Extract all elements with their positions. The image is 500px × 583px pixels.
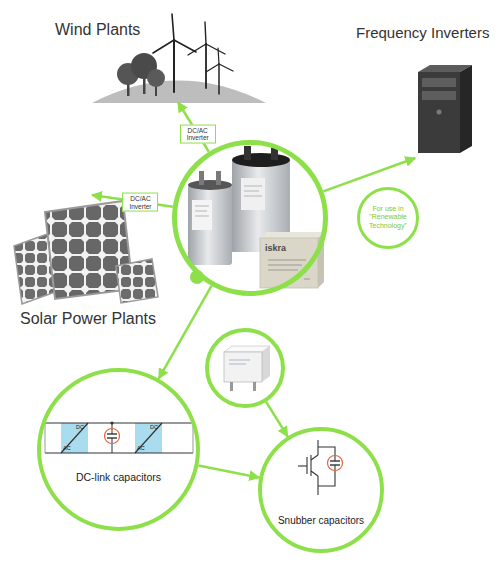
igbt-channel — [310, 455, 311, 476]
node-title: Solar Power Plants — [20, 309, 156, 328]
box-print — [229, 360, 250, 364]
terminal-label: DC — [76, 425, 84, 431]
circle-outline — [205, 328, 285, 408]
snubber-lead — [318, 465, 335, 486]
solar-panels-illustration — [14, 201, 158, 304]
connector-arrow — [323, 158, 415, 191]
box-capacitor-side — [262, 346, 270, 382]
hill — [92, 81, 266, 104]
tree-canopy — [147, 69, 165, 87]
node-title: Frequency Inverters — [356, 24, 489, 42]
solar-panel — [116, 259, 158, 303]
terminal-label: DC — [150, 425, 158, 431]
snubber-lead — [318, 447, 335, 461]
terminal — [244, 146, 251, 160]
sticker-print — [195, 186, 262, 216]
drive-bay — [422, 78, 456, 87]
computer-tower-icon — [418, 65, 472, 153]
circle-outline — [172, 140, 328, 296]
connector-arrow — [159, 286, 212, 379]
drive-bay — [422, 91, 456, 100]
product-circle — [205, 328, 285, 408]
brand-print: iskra — [265, 243, 286, 254]
dc-bus — [45, 423, 193, 424]
schematic-circle: Snubber capacitors — [258, 427, 384, 553]
capacitor-lead — [112, 438, 113, 453]
converter-diagonal — [61, 423, 88, 453]
wind-turbine — [206, 48, 233, 94]
tower-front — [418, 72, 460, 153]
schematic-circle: DC-link capacitors — [37, 368, 200, 531]
can-sticker — [241, 178, 265, 210]
emitter-diagonal — [311, 471, 318, 476]
connector-arrow — [198, 465, 259, 477]
tower-side — [460, 65, 472, 153]
converter-block — [61, 423, 88, 453]
box-capacitor-top — [224, 346, 270, 352]
wind-turbine — [153, 14, 196, 92]
converter-block — [135, 423, 162, 453]
application-area: Solar Power Plants — [12, 195, 172, 335]
circle-outline — [37, 368, 200, 531]
capacitor-lid — [232, 153, 290, 167]
terminal-label: AC — [137, 446, 145, 452]
dc-link-schematic — [45, 421, 193, 453]
capacitor-leg — [253, 382, 256, 391]
capacitor-leg — [230, 382, 233, 391]
circle-border — [207, 330, 283, 406]
capacitor-lid — [188, 180, 232, 190]
snubber-schematic — [298, 440, 343, 495]
schematic-caption: Snubber capacitors — [258, 515, 384, 527]
highlight-ring — [328, 456, 343, 471]
box-capacitor — [224, 352, 262, 382]
terminal — [216, 171, 221, 185]
capacitor-can — [188, 185, 232, 265]
gate-lead — [298, 465, 307, 466]
note-text: For use in "Renewable Technology" — [364, 205, 412, 230]
power-button — [437, 110, 442, 115]
circle-outline — [258, 427, 384, 553]
circle-border — [175, 143, 326, 294]
circle-border — [39, 370, 198, 529]
capacitor-plate — [330, 460, 340, 461]
collector-diagonal — [311, 455, 318, 460]
dc-bus — [45, 453, 193, 454]
note-circle: For use in "Renewable Technology" — [357, 187, 419, 249]
converter-diagonal — [135, 423, 162, 453]
application-area: Wind Plants — [50, 18, 265, 102]
bus-end — [45, 423, 46, 453]
box-capacitor-top — [260, 232, 324, 238]
circle-border — [260, 429, 382, 551]
edge-label: DC/AC Inverter — [122, 193, 158, 212]
highlight-ring — [105, 429, 120, 444]
circle-border — [359, 189, 418, 248]
application-area: Frequency Inverters — [410, 70, 476, 158]
node-title: Wind Plants — [55, 20, 140, 39]
capacitor-plate — [107, 433, 117, 434]
product-circle: iskra — [172, 140, 328, 296]
schematic-caption: DC-link capacitors — [37, 471, 200, 484]
terminal — [199, 171, 204, 185]
connector-arrow — [266, 402, 288, 437]
edge-label: DC/AC Inverter — [180, 124, 216, 143]
junction-dot — [110, 421, 113, 424]
small-capacitor-photo — [224, 346, 270, 391]
terminal-label: AC — [63, 446, 71, 452]
can-sticker — [192, 200, 212, 230]
